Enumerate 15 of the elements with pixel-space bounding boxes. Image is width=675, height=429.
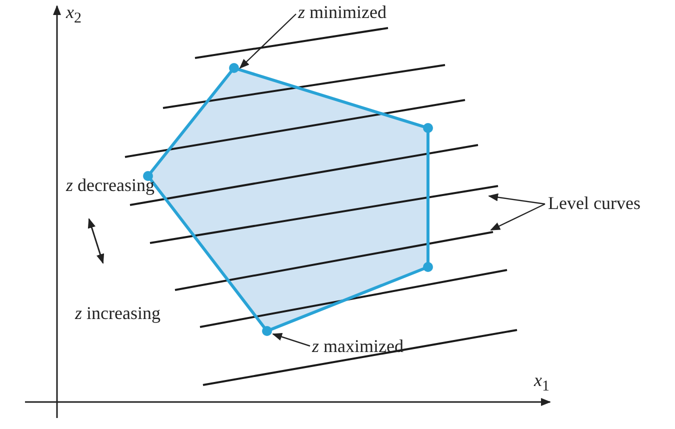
annotation-label: z minimized xyxy=(298,2,386,22)
leader-arrow xyxy=(490,203,546,231)
axis-label: x$_{1}$ xyxy=(534,370,550,397)
direction-label: z decreasing xyxy=(66,175,154,195)
leader-arrow xyxy=(272,332,310,347)
leader-arrow xyxy=(488,193,546,205)
vertex-dot xyxy=(423,123,433,133)
direction-label: z increasing xyxy=(75,303,160,323)
leader-arrow xyxy=(239,14,296,69)
level-curve-line xyxy=(174,231,494,291)
annotation-label: Level curves xyxy=(548,193,640,213)
vertex-dot xyxy=(262,326,272,336)
axis-label: x$_{2}$ xyxy=(66,2,82,29)
vertex-dot xyxy=(229,63,239,73)
annotation-label: z maximized xyxy=(312,336,404,356)
